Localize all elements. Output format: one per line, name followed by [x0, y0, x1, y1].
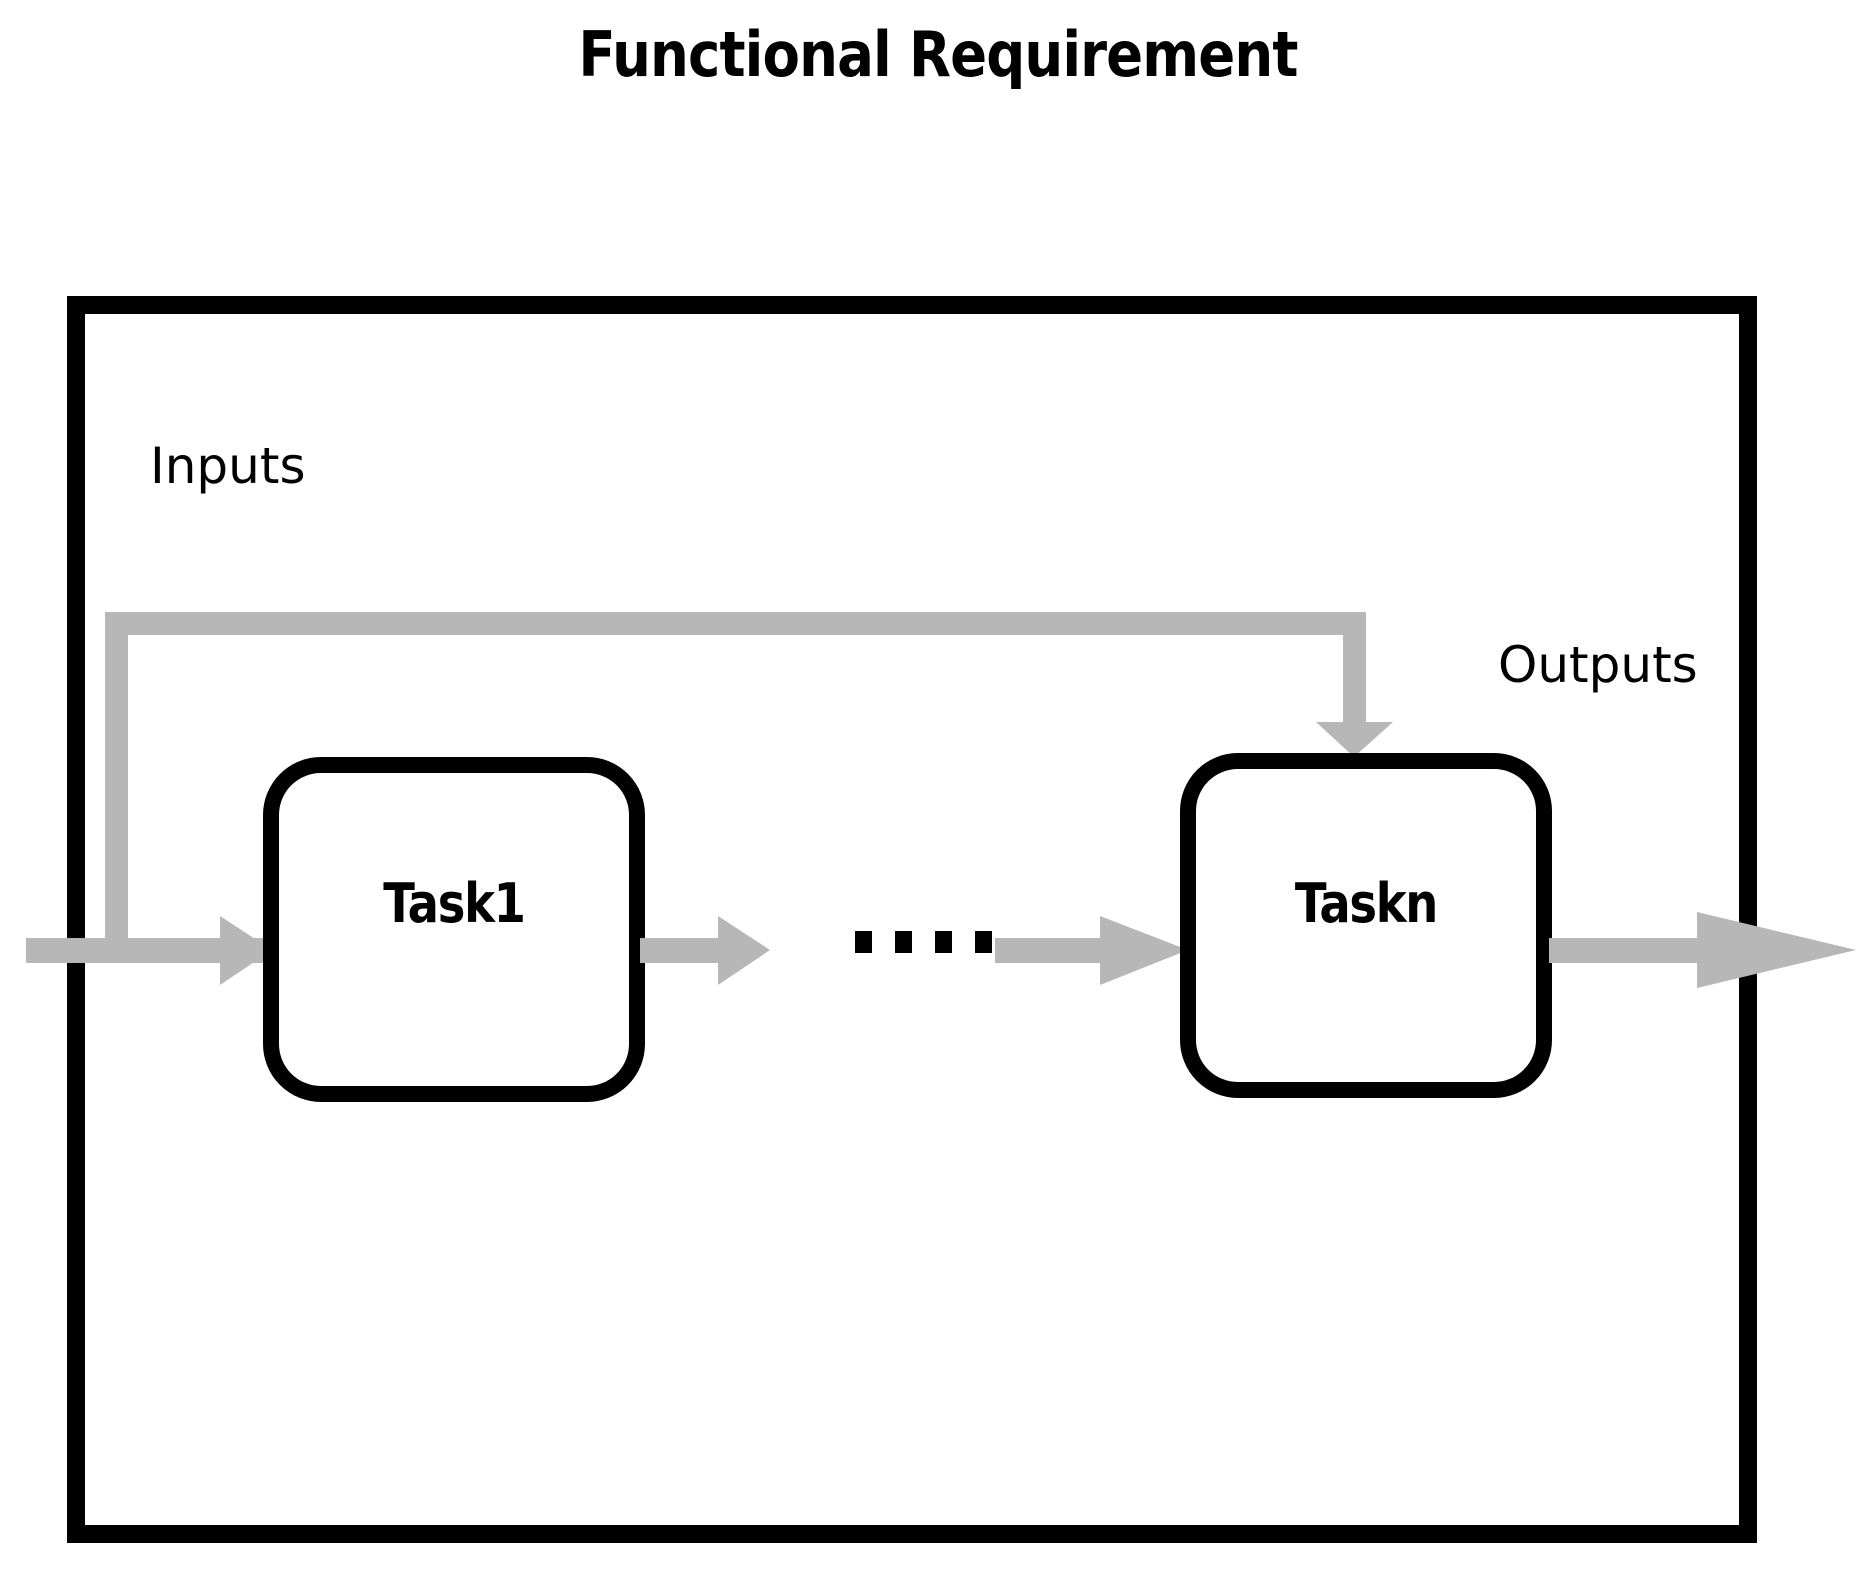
ellipsis-dot-1 — [855, 931, 872, 953]
functional-requirement-boundary — [67, 296, 1757, 1543]
ellipsis-dot-2 — [895, 931, 912, 953]
taskn-box[interactable] — [1180, 753, 1552, 1098]
ellipsis-dot-3 — [935, 931, 952, 953]
taskn-input-arrow — [995, 916, 1188, 985]
feedback-loop-arrow — [105, 612, 1393, 950]
outputs-arrow — [1549, 912, 1856, 988]
feedback-loop-arrowhead — [1316, 722, 1393, 757]
taskn-label: Taskn — [1294, 872, 1438, 935]
inputs-label: Inputs — [150, 437, 306, 495]
ellipsis-dot-4 — [975, 931, 992, 953]
feedback-loop-down-stem — [1343, 612, 1366, 730]
taskn-input-arrow-body — [995, 916, 1188, 985]
task1-label: Task1 — [383, 872, 526, 935]
task1-box[interactable] — [263, 757, 645, 1102]
outputs-label: Outputs — [1498, 636, 1698, 694]
task1-output-arrow — [640, 916, 770, 985]
page-title: Functional Requirement — [578, 18, 1298, 91]
inputs-arrow-body — [26, 916, 272, 985]
ellipsis-dots — [855, 931, 992, 953]
outputs-arrow-body — [1549, 912, 1856, 988]
task1-output-arrow-body — [640, 916, 770, 985]
